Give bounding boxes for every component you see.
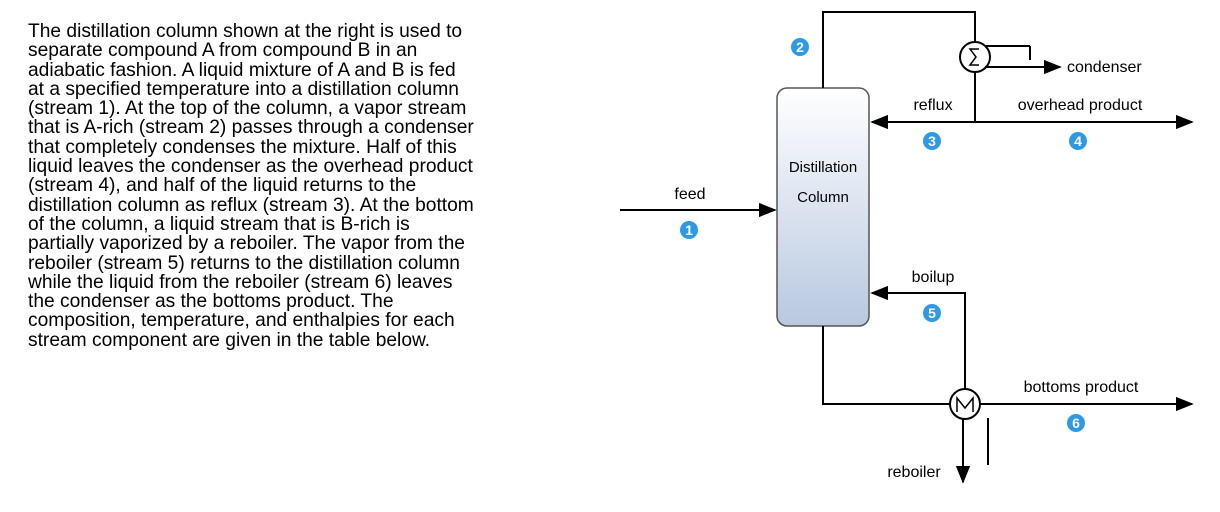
stream-4-number: 4 bbox=[1074, 133, 1082, 149]
problem-statement: The distillation column shown at the rig… bbox=[28, 21, 474, 351]
stream-1-badge bbox=[680, 221, 698, 239]
vapor-stream-line bbox=[822, 11, 976, 88]
reflux-label: reflux bbox=[913, 97, 952, 114]
column-label-line2: Column bbox=[797, 189, 849, 206]
feed-label: feed bbox=[674, 186, 705, 203]
bottoms-liquid-line bbox=[822, 326, 950, 405]
stream-5-badge bbox=[923, 304, 941, 322]
stream-4-badge bbox=[1069, 132, 1087, 150]
boilup-label: boilup bbox=[912, 269, 955, 286]
stream-5-number: 5 bbox=[928, 305, 936, 321]
boilup-stream-line bbox=[870, 285, 966, 389]
stream-2-badge bbox=[791, 38, 809, 56]
column-label-line1: Distillation bbox=[789, 159, 857, 176]
stream-3-badge bbox=[923, 132, 941, 150]
stream-1-number: 1 bbox=[685, 222, 693, 238]
stream-3-number: 3 bbox=[928, 133, 936, 149]
reboiler-icon bbox=[949, 388, 981, 420]
condenser-label: condenser bbox=[1067, 59, 1142, 76]
stream-6-badge bbox=[1067, 414, 1085, 432]
stream-6-number: 6 bbox=[1072, 415, 1080, 431]
bottoms-product-label: bottoms product bbox=[1024, 379, 1139, 396]
condenser-coil-icon bbox=[968, 48, 979, 66]
reboiler-coil-icon bbox=[956, 395, 974, 412]
stream-2-number: 2 bbox=[796, 39, 804, 55]
reboiler-label: reboiler bbox=[887, 464, 941, 481]
distillation-column bbox=[776, 87, 870, 327]
overhead-product-label: overhead product bbox=[1018, 97, 1143, 114]
